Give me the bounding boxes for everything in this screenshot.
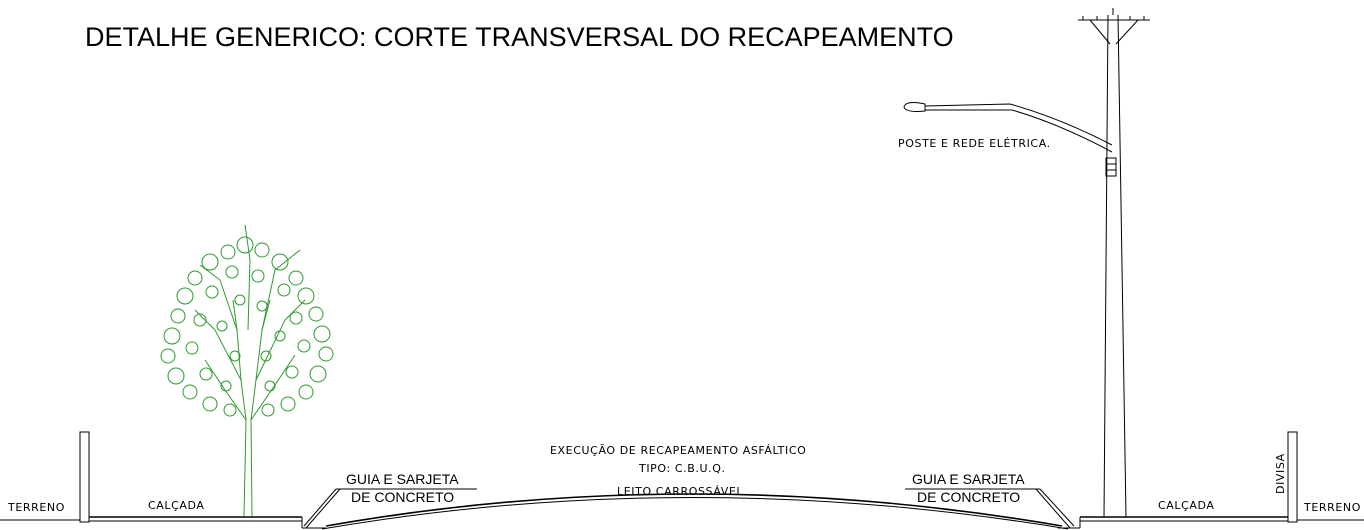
- label-guia-left-line2: DE CONCRETO: [351, 489, 454, 505]
- label-calcada-left: CALÇADA: [148, 499, 205, 512]
- tree-icon: [160, 224, 334, 517]
- road-surface-bottom: [321, 497, 1069, 530]
- boundary-post-right: [1287, 431, 1298, 523]
- curb-gutter-right: [1035, 488, 1081, 529]
- label-guia-left-line1: GUIA E SARJETA: [346, 471, 459, 487]
- label-divisa: DIVISA: [1274, 453, 1287, 494]
- utility-pole-icon: [903, 8, 1150, 518]
- boundary-post-left: [79, 431, 90, 523]
- road-surface-top: [325, 493, 1063, 527]
- label-calcada-right: CALÇADA: [1158, 499, 1215, 512]
- drawing-title: DETALHE GENERICO: CORTE TRANSVERSAL DO R…: [85, 22, 954, 52]
- label-guia-right-line2: DE CONCRETO: [917, 489, 1020, 505]
- label-terreno-left: TERRENO: [7, 501, 65, 514]
- label-guia-right-line1: GUIA E SARJETA: [912, 471, 1025, 487]
- label-poste: POSTE E REDE ELÉTRICA.: [898, 137, 1051, 150]
- label-terreno-right: TERRENO: [1303, 501, 1361, 514]
- label-execucao: EXECUÇÃO DE RECAPEAMENTO ASFÁLTICO: [550, 444, 806, 457]
- curb-gutter-left: [301, 488, 341, 529]
- label-leito: LEITO CARROSSÁVEL: [617, 485, 743, 498]
- label-tipo: TIPO: C.B.U.Q.: [638, 462, 726, 475]
